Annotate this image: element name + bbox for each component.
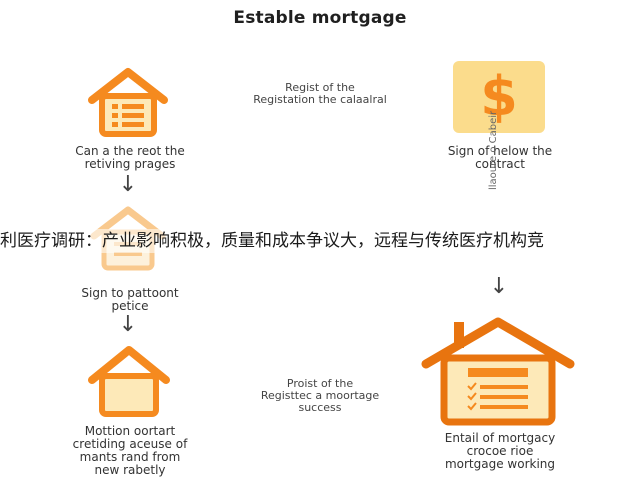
middle-note-2: Proist of the Registtec a moortage succe… bbox=[260, 377, 380, 414]
house-list-icon bbox=[82, 66, 174, 138]
house-checklist-icon bbox=[418, 314, 578, 426]
step-caption-2: Sign to pattoont petice bbox=[81, 286, 179, 313]
overlay-banner: 利医疗调研：产业影响积极，质量和成本争议大，远程与传统医疗机构竞 bbox=[0, 229, 640, 253]
house-plain-icon bbox=[84, 344, 174, 418]
step-caption-4: Sign of helow the contract bbox=[447, 144, 553, 171]
dollar-sign-icon: $ bbox=[453, 61, 545, 133]
step-caption-1: Can a the reot the retiving prages bbox=[75, 144, 185, 171]
middle-note-1: Regist of the Registation the calaalral bbox=[253, 81, 387, 106]
diagram-title: Estable mortgage bbox=[233, 8, 407, 28]
arrow-down-icon: ↓ bbox=[489, 274, 509, 299]
arrow-down-icon: ↓ bbox=[118, 172, 138, 197]
step-caption-3: Mottion oortart cretiding aceuse of mant… bbox=[72, 424, 188, 477]
arrow-down-icon: ↓ bbox=[118, 312, 138, 337]
step-caption-5: Entail of mortgacy crocoe rioe mortgage … bbox=[444, 431, 556, 471]
dollar-symbol: $ bbox=[480, 65, 518, 128]
vertical-label: llaoure o Cabeir bbox=[488, 110, 499, 190]
